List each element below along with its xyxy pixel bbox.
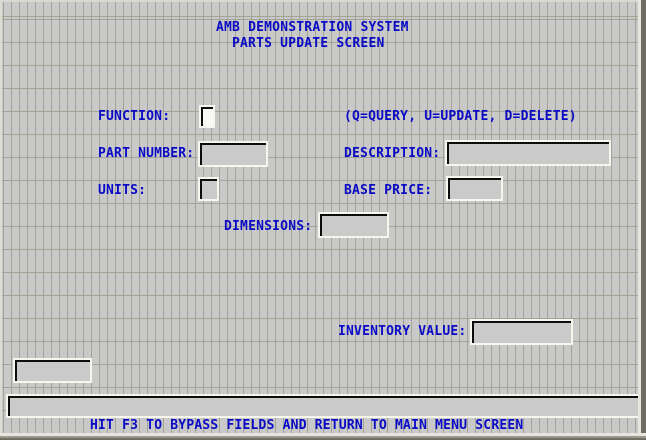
description-label: DESCRIPTION: bbox=[344, 146, 441, 161]
function-hint: (Q=QUERY, U=UPDATE, D=DELETE) bbox=[344, 109, 577, 124]
base-price-label: BASE PRICE: bbox=[344, 183, 433, 198]
function-input[interactable] bbox=[199, 105, 215, 128]
part-number-input[interactable] bbox=[198, 141, 268, 167]
base-price-input[interactable] bbox=[446, 176, 503, 201]
window-border-bottom-mid bbox=[0, 436, 646, 438]
window-border-top bbox=[0, 0, 646, 2]
window-border-bottom bbox=[0, 438, 646, 440]
window-border-right-highlight bbox=[638, 0, 641, 436]
window-border-right bbox=[641, 0, 646, 440]
inventory-value-label: INVENTORY VALUE: bbox=[338, 324, 467, 339]
part-number-label: PART NUMBER: bbox=[98, 146, 195, 161]
scratch-input[interactable] bbox=[13, 358, 92, 383]
message-line-input[interactable] bbox=[6, 394, 641, 418]
window-border-left bbox=[0, 0, 2, 440]
window-border-bottom-highlight bbox=[0, 433, 646, 436]
units-input[interactable] bbox=[198, 177, 219, 201]
screen-title: AMB DEMONSTRATION SYSTEM bbox=[216, 20, 409, 35]
footer-message: HIT F3 TO BYPASS FIELDS AND RETURN TO MA… bbox=[90, 418, 524, 433]
inventory-value-input[interactable] bbox=[470, 319, 573, 345]
description-input[interactable] bbox=[445, 140, 611, 166]
dimensions-input[interactable] bbox=[318, 212, 389, 238]
function-label: FUNCTION: bbox=[98, 109, 171, 124]
dimensions-label: DIMENSIONS: bbox=[224, 219, 313, 234]
screen-subtitle: PARTS UPDATE SCREEN bbox=[232, 36, 385, 51]
units-label: UNITS: bbox=[98, 183, 147, 198]
